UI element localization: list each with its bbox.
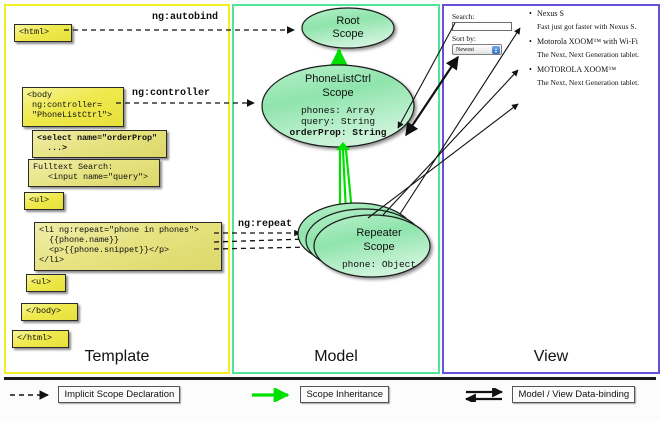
connector-ng-repeat-c <box>214 243 313 251</box>
code-box-ul-open: <ul> <box>24 192 64 210</box>
arrow-inheritance-repeater-2 <box>343 150 346 212</box>
scope-prop-query: query: String <box>301 116 375 127</box>
phone-name: MOTOROLA XOOM™ <box>527 64 651 75</box>
label-ng-repeat: ng:repeat <box>238 219 293 230</box>
list-item: MOTOROLA XOOM™ The Next, Next Generation… <box>527 64 651 88</box>
search-label: Search: <box>452 12 475 21</box>
code-box-select-orderprop: <select name="orderProp" ...> <box>32 130 167 158</box>
code-box-html-open: <html> <box>14 24 72 42</box>
scope-root-title-line2: Scope <box>332 28 363 40</box>
legend-item-scope-inheritance: Scope Inheritance <box>250 386 390 406</box>
phone-snippet: Fast just got faster with Nexus S. <box>537 22 637 31</box>
legend-label-implicit-scope-declaration: Implicit Scope Declaration <box>58 386 181 404</box>
code-box-body-open: <body ng:controller= "PhoneListCtrl"> <box>22 87 124 127</box>
phone-name: Motorola XOOM™ with Wi-Fi <box>527 36 651 47</box>
sort-by-selected-value: Newest <box>456 47 474 53</box>
view-form: Search: Sort by: Newest <box>452 12 518 55</box>
phone-list: Nexus S Fast just got faster with Nexus … <box>527 8 651 92</box>
phone-snippet: The Next, Next Generation tablet. <box>537 78 640 87</box>
code-box-body-close: </body> <box>21 303 78 321</box>
arrow-inheritance-repeater-3 <box>346 150 352 212</box>
phone-snippet: The Next, Next Generation tablet. <box>537 50 640 59</box>
panel-template-label: Template <box>84 348 150 365</box>
scope-phonelistctrl-title-line2: Scope <box>322 87 353 99</box>
code-box-html-close: </html> <box>12 330 69 348</box>
dashed-arrow-icon <box>10 389 49 400</box>
legend-divider <box>4 377 656 380</box>
scope-repeater-title-line2: Scope <box>363 241 394 253</box>
panel-view-label: View <box>533 348 569 365</box>
legend-item-model-view-data-binding: Model / View Data-binding <box>462 386 636 406</box>
scope-prop-phones: phones: Array <box>301 105 375 116</box>
scope-root-title-line1: Root <box>336 15 359 27</box>
scope-prop-orderprop: orderProp: String <box>290 127 387 138</box>
binding-repeater-item-2 <box>383 69 519 215</box>
label-ng-autobind: ng:autobind <box>152 12 219 23</box>
code-box-li-ngrepeat: <li ng:repeat="phone in phones"> {{phone… <box>34 222 222 271</box>
sort-by-select[interactable]: Newest <box>452 44 502 55</box>
panel-model-label: Model <box>314 348 358 365</box>
binding-sort-orderprop <box>406 55 458 137</box>
connector-ng-repeat-b <box>214 235 307 242</box>
binding-repeater-item-3 <box>368 104 519 218</box>
double-arrow-icon <box>464 387 504 402</box>
arrow-inheritance-repeater-head <box>336 142 350 150</box>
phone-name: Nexus S <box>527 8 651 19</box>
scope-phonelistctrl-title-line1: PhoneListCtrl <box>305 73 371 85</box>
legend-item-implicit-scope-declaration: Implicit Scope Declaration <box>8 386 181 406</box>
green-arrow-icon <box>252 387 290 402</box>
code-box-fulltext-search: Fulltext Search: <input name="query"> <box>28 159 160 187</box>
legend-label-scope-inheritance: Scope Inheritance <box>300 386 390 404</box>
legend-label-model-view-data-binding: Model / View Data-binding <box>512 386 636 404</box>
sort-label: Sort by: <box>452 34 476 43</box>
scope-prop-phone: phone: Object <box>342 259 416 270</box>
list-item: Motorola XOOM™ with Wi-Fi The Next, Next… <box>527 36 651 60</box>
list-item: Nexus S Fast just got faster with Nexus … <box>527 8 651 32</box>
code-box-ul-close: <ul> <box>26 274 66 292</box>
chevron-updown-icon <box>492 46 500 54</box>
binding-repeater-item-1 <box>400 27 520 214</box>
label-ng-controller: ng:controller <box>132 88 211 99</box>
scope-repeater-title-line1: Repeater <box>356 227 402 239</box>
legend: Implicit Scope Declaration Scope Inherit… <box>0 386 660 412</box>
scope-repeater-stack <box>298 203 430 277</box>
